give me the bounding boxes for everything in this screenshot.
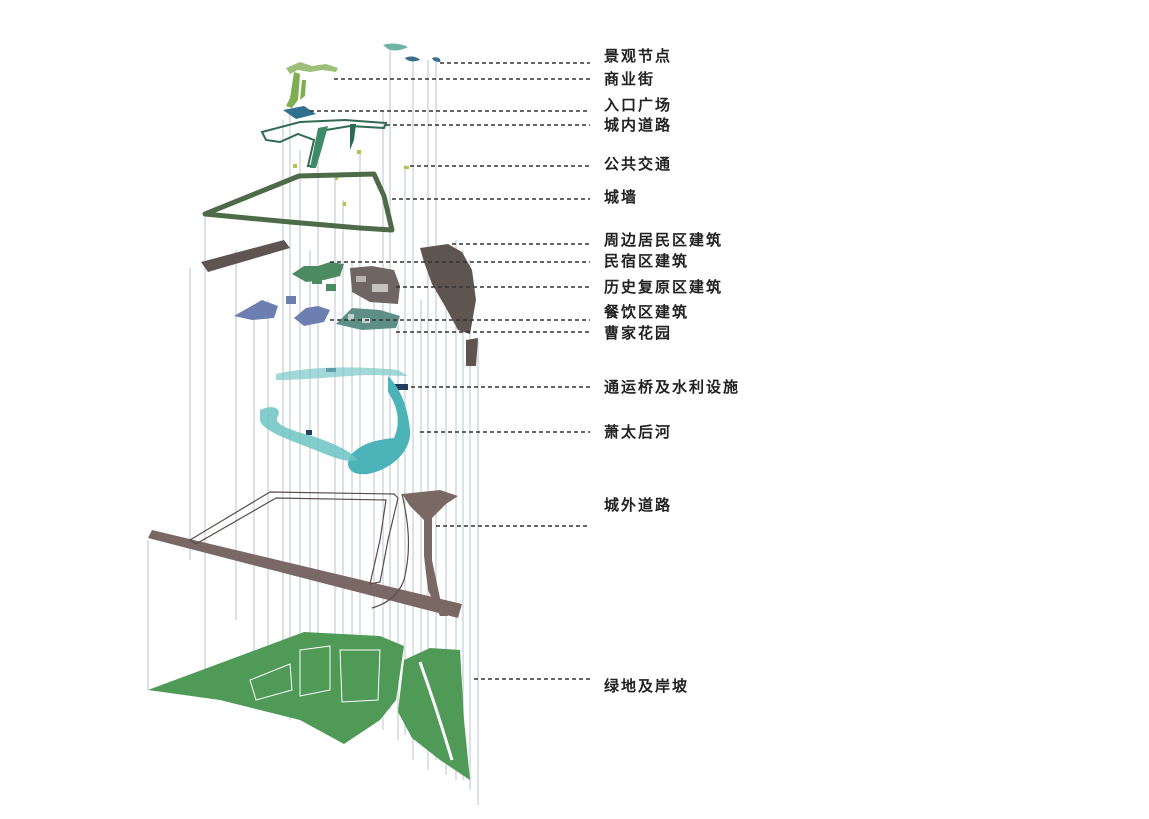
label-public-transport: 公共交通 bbox=[604, 155, 672, 173]
label-xiaotaihou-river: 萧太后河 bbox=[604, 423, 672, 441]
label-entrance-plaza: 入口广场 bbox=[604, 96, 672, 114]
label-inner-roads: 城内道路 bbox=[604, 116, 672, 134]
leader-lines bbox=[310, 62, 590, 680]
layer-entrance-plaza bbox=[283, 106, 316, 119]
label-commercial-street: 商业街 bbox=[604, 70, 655, 88]
label-green-slopes: 绿地及岸坡 bbox=[604, 677, 689, 695]
label-landscape-nodes: 景观节点 bbox=[604, 47, 672, 65]
layer-residential-buildings bbox=[201, 240, 478, 366]
label-outer-roads: 城外道路 bbox=[604, 496, 672, 514]
label-residential-buildings: 周边居民区建筑 bbox=[604, 231, 723, 249]
layer-xiaotaihou-river bbox=[260, 367, 411, 475]
label-city-wall: 城墙 bbox=[604, 188, 638, 206]
layer-outer-roads bbox=[148, 490, 462, 618]
layer-homestay-buildings bbox=[292, 262, 344, 291]
layer-public-transport bbox=[293, 150, 409, 206]
layer-inner-roads bbox=[260, 118, 388, 168]
layer-city-wall bbox=[202, 171, 395, 233]
layer-green-slopes bbox=[148, 632, 470, 780]
label-homestay-buildings: 民宿区建筑 bbox=[604, 252, 689, 270]
label-bridge-facilities: 通运桥及水利设施 bbox=[604, 378, 740, 396]
layer-labels: 景观节点 商业街 入口广场 城内道路 公共交通 城墙 周边居民区建筑 民宿区建筑… bbox=[604, 47, 740, 695]
label-historic-buildings: 历史复原区建筑 bbox=[604, 278, 723, 296]
layer-historic-buildings bbox=[350, 266, 400, 304]
label-dining-buildings: 餐饮区建筑 bbox=[604, 303, 689, 321]
layer-bridge-facilities bbox=[306, 368, 408, 435]
layer-commercial-street bbox=[286, 62, 338, 108]
layer-dining-buildings bbox=[234, 296, 330, 326]
label-cao-garden: 曹家花园 bbox=[604, 324, 672, 342]
layer-landscape-nodes bbox=[383, 43, 441, 62]
